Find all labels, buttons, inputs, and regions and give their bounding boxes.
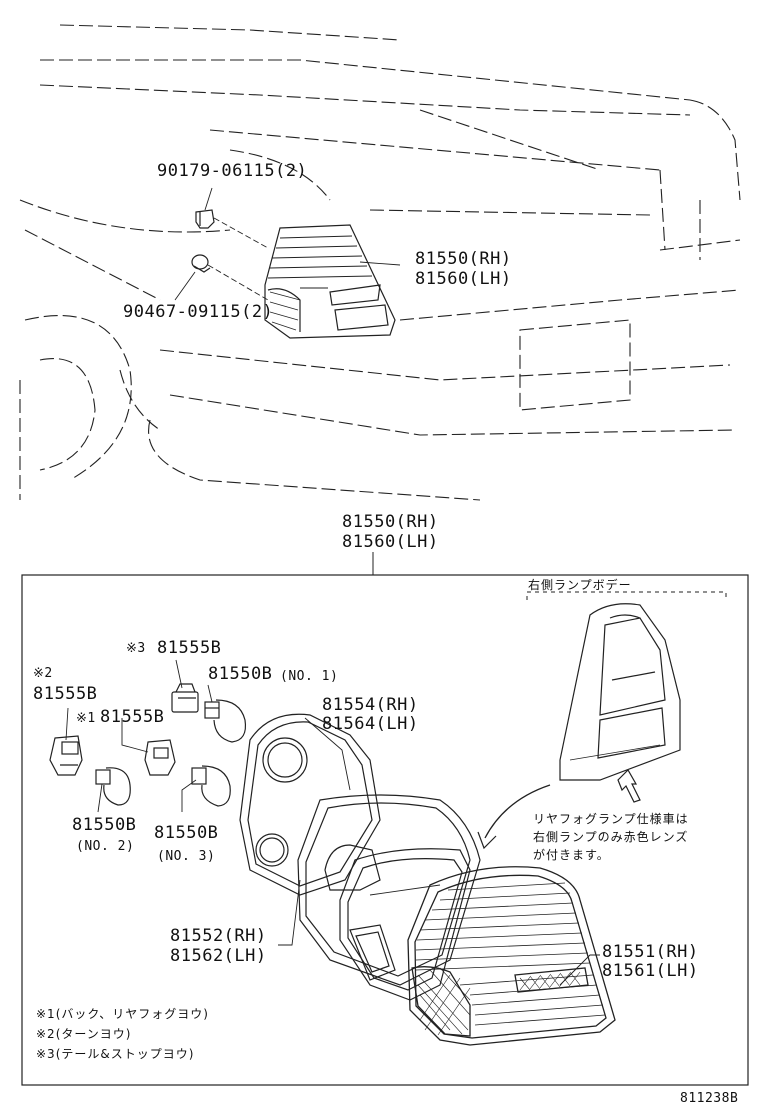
diagram-id: 811238B [680, 1091, 739, 1106]
socket-no2 [49, 735, 83, 776]
socket-2-label: 81555B [33, 684, 98, 704]
inset-note-line1: リヤフォグランプ仕様車は [533, 812, 689, 826]
legend-item-3: ※3(テール&ストップヨウ) [36, 1047, 195, 1061]
gasket-rh-label: 81554(RH) [322, 695, 419, 715]
curved-arrow [477, 784, 551, 850]
socket-no1 [144, 739, 176, 776]
lamp-housing [339, 848, 471, 1001]
bulb-2-label: 81550B [72, 815, 137, 835]
bulb-no3 [191, 765, 231, 807]
assembly-rh-label: 81550(RH) [342, 512, 439, 532]
top-leader-lines [174, 187, 401, 301]
bulb-1-label: 81550B [208, 664, 273, 684]
inset-note-line3: が付きます。 [533, 848, 610, 862]
lamp-body [297, 794, 481, 986]
socket-no3 [171, 683, 199, 713]
gasket-lh-label: 81564(LH) [322, 714, 419, 734]
top-lamp-lh-label: 81560(LH) [415, 269, 512, 289]
legend-item-2: ※2(ターンヨウ) [36, 1027, 132, 1041]
tail-lamp-installed [264, 224, 396, 339]
bulb-no2 [95, 767, 131, 806]
bulb-3-label: 81550B [154, 823, 219, 843]
socket-3-label: 81555B [157, 638, 222, 658]
socket-1-label: 81555B [100, 707, 165, 727]
clip-lower [191, 254, 211, 273]
top-lamp-rh-label: 81550(RH) [415, 249, 512, 269]
assembly-frame [21, 574, 749, 1086]
socket-1-mark: ※1 [76, 711, 96, 726]
bulb-no1 [204, 699, 247, 743]
bulb-2-note: (NO. 2) [76, 839, 135, 854]
lens-rh-label: 81551(RH) [602, 942, 699, 962]
car-body-outline [19, 24, 741, 501]
inset-lamp-body [559, 603, 681, 803]
clip-upper [195, 209, 215, 229]
assembly-lh-label: 81560(LH) [342, 532, 439, 552]
inset-bracket [526, 591, 727, 600]
body-rh-label: 81552(RH) [170, 926, 267, 946]
clip-lower-label: 90467-09115(2) [123, 302, 274, 322]
clip-upper-label: 90179-06115(2) [157, 161, 308, 181]
legend-item-1: ※1(バック、リヤフォグヨウ) [36, 1007, 209, 1021]
socket-2-mark: ※2 [33, 666, 53, 681]
socket-3-mark: ※3 [126, 641, 146, 656]
lens-lh-label: 81561(LH) [602, 961, 699, 981]
inset-title: 右側ランプボデー [528, 578, 632, 592]
tail-lamp-lens [407, 866, 616, 1046]
gasket [239, 713, 381, 896]
body-lh-label: 81562(LH) [170, 946, 267, 966]
bulb-3-note: (NO. 3) [157, 849, 216, 864]
inset-note-line2: 右側ランプのみ赤色レンズ [533, 830, 689, 844]
bulb-1-note: (NO. 1) [280, 669, 339, 684]
